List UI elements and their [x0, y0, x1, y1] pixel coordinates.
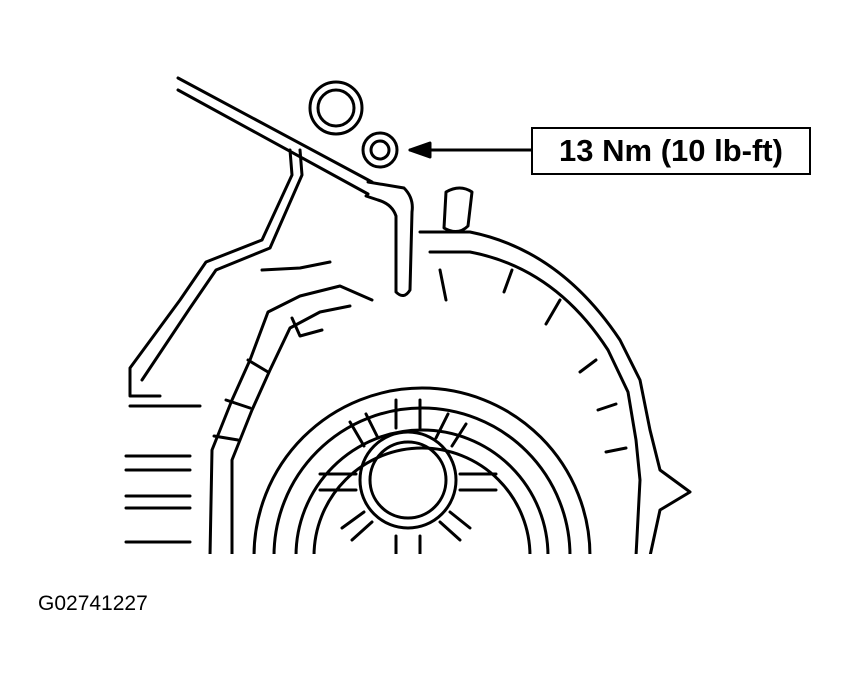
housing-fins — [126, 406, 200, 542]
outer-ring — [420, 232, 690, 556]
inner-slotted-wheel — [320, 400, 496, 556]
torque-label: 13 Nm (10 lb-ft) — [559, 133, 783, 168]
cable-line — [178, 78, 372, 194]
hub-assembly — [254, 388, 590, 556]
left-ring — [210, 286, 372, 556]
torque-callout-box: 13 Nm (10 lb-ft) — [531, 127, 811, 175]
housing-outline — [130, 150, 292, 396]
callout-arrow — [410, 143, 531, 157]
figure-id: G02741227 — [38, 592, 148, 615]
pivot-lug — [444, 188, 472, 232]
bolt — [363, 133, 397, 167]
sealing-washer — [310, 82, 362, 134]
mounting-bracket — [366, 182, 412, 296]
ring-teeth — [214, 262, 626, 452]
